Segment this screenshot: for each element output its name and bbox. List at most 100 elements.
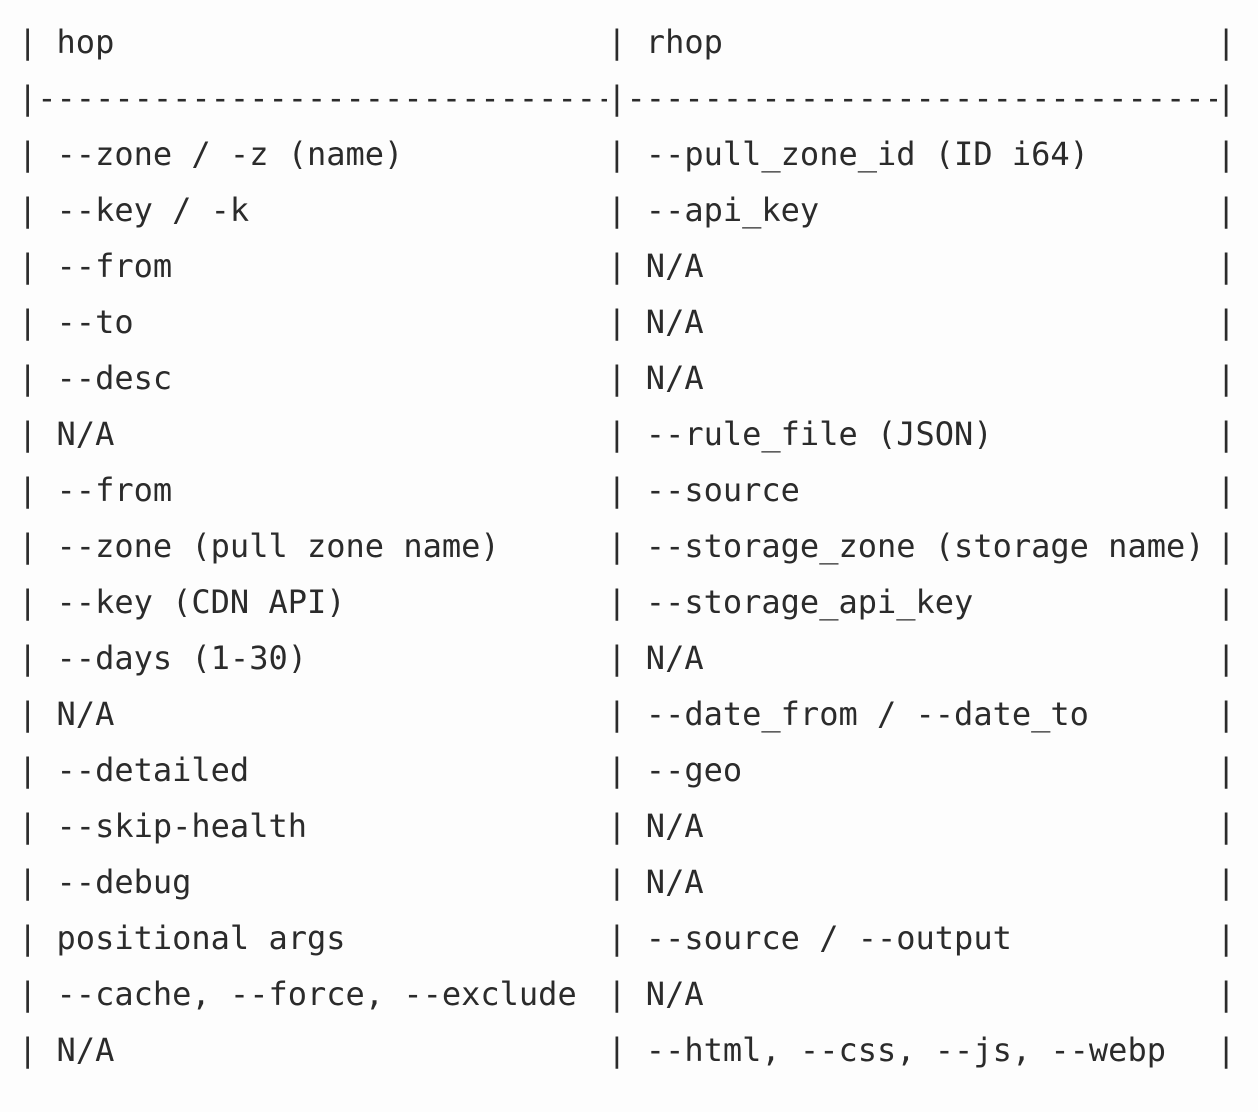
cell-hop: --key / -k: [37, 191, 250, 229]
table-border-pipe-right: |: [1216, 919, 1236, 957]
table-border-pipe-left: |: [18, 751, 38, 789]
table-row: | --skip-health| N/A|: [18, 798, 1236, 854]
cell-rhop: N/A: [626, 975, 704, 1013]
table-border-pipe-middle: |: [607, 639, 627, 677]
table-row: | --desc| N/A|: [18, 350, 1236, 406]
table-border-pipe-left: |: [18, 919, 38, 957]
table-border-pipe-right: |: [1216, 695, 1236, 733]
table-border-pipe-left: |: [18, 639, 38, 677]
table-border-pipe-middle: |: [607, 415, 627, 453]
cell-hop: --detailed: [37, 751, 250, 789]
table-border-pipe-middle: |: [607, 919, 627, 957]
table-border-pipe-middle: |: [607, 527, 627, 565]
table-border-pipe-right: |: [1216, 807, 1236, 845]
table-border-pipe-middle: |: [607, 247, 627, 285]
table-border-pipe-left: |: [18, 415, 38, 453]
table-border-pipe-left: |: [18, 303, 38, 341]
cell-rhop: N/A: [626, 863, 704, 901]
table-row: | positional args| --source / --output|: [18, 910, 1236, 966]
table-border-pipe-middle: |: [607, 471, 627, 509]
table-row: | N/A| --date_from / --date_to|: [18, 686, 1236, 742]
ascii-table-body: | hop| rhop||---------------------------…: [18, 14, 1236, 1078]
table-row: | --key / -k| --api_key|: [18, 182, 1236, 238]
cell-rhop: --html, --css, --js, --webp: [626, 1031, 1166, 1069]
table-border-pipe-left: |: [18, 583, 38, 621]
cell-rhop: --date_from / --date_to: [626, 695, 1089, 733]
table-border-pipe-left: |: [18, 975, 38, 1013]
table-row: | --zone / -z (name)| --pull_zone_id (ID…: [18, 126, 1236, 182]
table-separator-row: |-------------------------------|-------…: [18, 70, 1236, 126]
table-border-pipe-right: |: [1216, 303, 1236, 341]
table-row: | --cache, --force, --exclude| N/A|: [18, 966, 1236, 1022]
cell-rhop: N/A: [626, 807, 704, 845]
table-border-pipe-right: |: [1216, 247, 1236, 285]
table-row: | --key (CDN API)| --storage_api_key|: [18, 574, 1236, 630]
table-border-pipe-right: |: [1216, 527, 1236, 565]
table-border-pipe-left: |: [18, 527, 38, 565]
cell-hop: --key (CDN API): [37, 583, 346, 621]
table-border-pipe-right: |: [1216, 79, 1236, 117]
cell-hop: --to: [37, 303, 134, 341]
cell-rhop: --storage_api_key: [626, 583, 974, 621]
cell-rhop: N/A: [626, 303, 704, 341]
cell-rhop: N/A: [626, 639, 704, 677]
table-border-pipe-middle: |: [607, 303, 627, 341]
table-border-pipe-left: |: [18, 863, 38, 901]
table-row: | --zone (pull zone name)| --storage_zon…: [18, 518, 1236, 574]
table-row: | --detailed| --geo|: [18, 742, 1236, 798]
table-border-pipe-left: |: [18, 1031, 38, 1069]
table-border-pipe-left: |: [18, 247, 38, 285]
cell-hop: N/A: [37, 415, 115, 453]
column-header-rhop: rhop: [626, 23, 723, 61]
table-border-pipe-right: |: [1216, 975, 1236, 1013]
table-border-pipe-middle: |: [607, 23, 627, 61]
table-border-pipe-right: |: [1216, 23, 1236, 61]
table-border-pipe-right: |: [1216, 751, 1236, 789]
table-border-pipe-right: |: [1216, 583, 1236, 621]
cell-hop: --skip-health: [37, 807, 307, 845]
column-header-hop: hop: [37, 23, 115, 61]
table-border-pipe-right: |: [1216, 863, 1236, 901]
table-row: | --debug| N/A|: [18, 854, 1236, 910]
cell-hop: --desc: [37, 359, 173, 397]
table-border-pipe-right: |: [1216, 1031, 1236, 1069]
table-header-row: | hop| rhop|: [18, 14, 1236, 70]
table-border-pipe-right: |: [1216, 359, 1236, 397]
cell-hop: positional args: [37, 919, 346, 957]
table-row: | --to| N/A|: [18, 294, 1236, 350]
cell-hop: --zone (pull zone name): [37, 527, 500, 565]
cell-hop: --cache, --force, --exclude: [37, 975, 577, 1013]
table-border-pipe-middle: |: [607, 79, 627, 117]
cell-rhop: --pull_zone_id (ID i64): [626, 135, 1089, 173]
separator-dashes-right: ---------------------------------: [626, 79, 1217, 117]
cell-rhop: --geo: [626, 751, 743, 789]
table-border-pipe-left: |: [18, 359, 38, 397]
table-border-pipe-left: |: [18, 135, 38, 173]
separator-dashes-left: -------------------------------: [37, 79, 608, 117]
cell-rhop: --source: [626, 471, 800, 509]
table-border-pipe-middle: |: [607, 135, 627, 173]
table-border-pipe-middle: |: [607, 975, 627, 1013]
cell-rhop: --api_key: [626, 191, 820, 229]
cell-hop: --days (1-30): [37, 639, 307, 677]
cell-hop: N/A: [37, 1031, 115, 1069]
table-border-pipe-left: |: [18, 23, 38, 61]
cell-hop: N/A: [37, 695, 115, 733]
table-border-pipe-right: |: [1216, 415, 1236, 453]
table-border-pipe-middle: |: [607, 359, 627, 397]
table-row: | --from| N/A|: [18, 238, 1236, 294]
cell-hop: --debug: [37, 863, 192, 901]
cell-rhop: --rule_file (JSON): [626, 415, 993, 453]
table-border-pipe-right: |: [1216, 135, 1236, 173]
table-row: | --from| --source|: [18, 462, 1236, 518]
table-border-pipe-left: |: [18, 695, 38, 733]
table-border-pipe-middle: |: [607, 191, 627, 229]
table-row: | --days (1-30)| N/A|: [18, 630, 1236, 686]
table-border-pipe-left: |: [18, 471, 38, 509]
cell-rhop: N/A: [626, 359, 704, 397]
table-border-pipe-right: |: [1216, 191, 1236, 229]
cell-hop: --from: [37, 247, 173, 285]
table-border-pipe-left: |: [18, 807, 38, 845]
table-border-pipe-left: |: [18, 79, 38, 117]
